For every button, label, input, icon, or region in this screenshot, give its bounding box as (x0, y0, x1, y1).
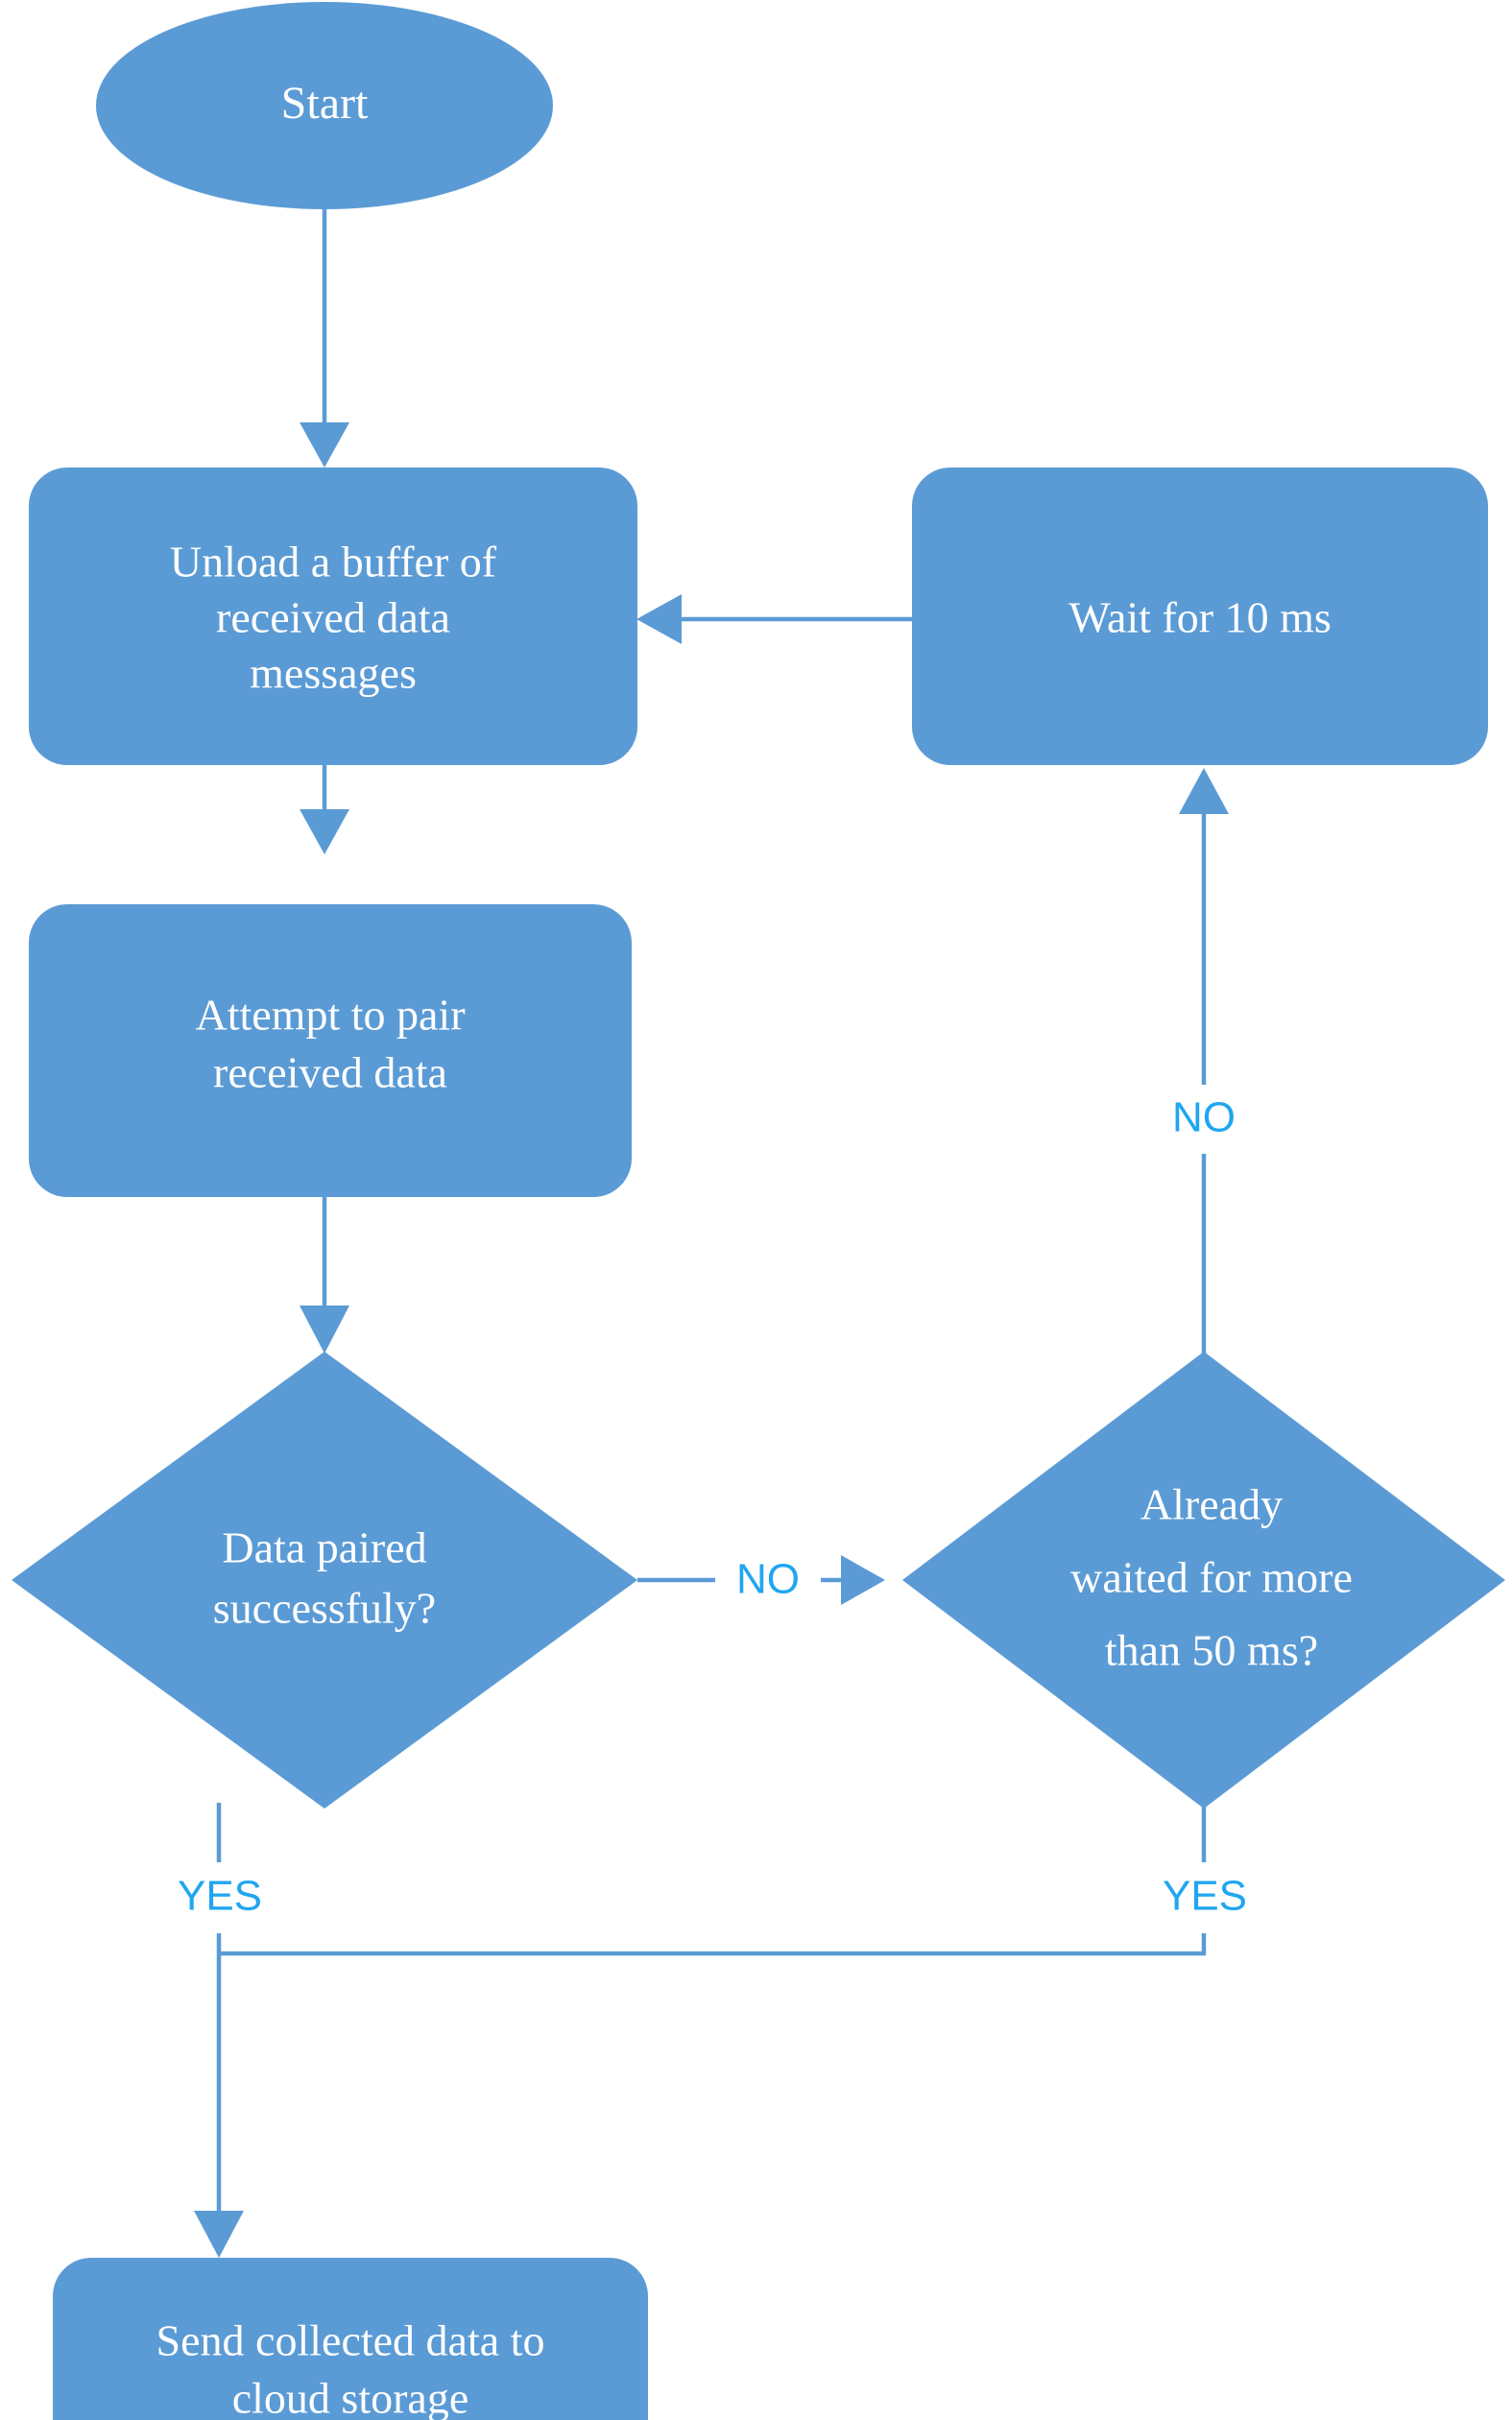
edge-label-waited-yes-group: YES (1139, 1862, 1271, 1933)
edge-label-paired-no-backdrop (715, 1547, 821, 1615)
edge-waited-yes-to-send (221, 1800, 1207, 1956)
edge-label-waited-yes-backdrop (1139, 1862, 1271, 1933)
wait-10ms-rect (912, 467, 1488, 765)
decision-waited-diamond (902, 1352, 1505, 1809)
unload-buffer-label-line1: Unload a buffer of (170, 538, 497, 587)
node-start[interactable]: Start (96, 2, 553, 209)
node-decision-paired[interactable]: Data paired successfuly? (12, 1352, 637, 1809)
edge-label-waited-no-backdrop (1150, 1085, 1258, 1154)
edge-wait-to-unload (636, 594, 912, 644)
edge-attempt-to-decision-paired (300, 1195, 349, 1354)
node-unload-buffer[interactable]: Unload a buffer of received data message… (29, 467, 637, 765)
send-cloud-label-line2: cloud storage (232, 2374, 469, 2420)
decision-waited-label-line1: Already (1140, 1480, 1283, 1529)
edge-label-paired-yes: YES (178, 1873, 262, 1920)
decision-waited-label-line2: waited for more (1070, 1553, 1353, 1602)
edge-unload-to-attempt (300, 763, 349, 854)
send-cloud-rect (53, 2258, 648, 2420)
node-send-cloud[interactable]: Send collected data to cloud storage (53, 2258, 648, 2420)
unload-buffer-rect (29, 467, 637, 765)
start-ellipse (96, 2, 553, 209)
attempt-pair-label-line1: Attempt to pair (195, 991, 465, 1040)
node-decision-waited[interactable]: Already waited for more than 50 ms? (902, 1352, 1505, 1809)
decision-paired-label-line2: successfuly? (213, 1584, 436, 1633)
attempt-pair-rect (29, 904, 632, 1197)
send-cloud-label-line1: Send collected data to (156, 2316, 545, 2365)
node-attempt-pair[interactable]: Attempt to pair received data (29, 904, 632, 1197)
edge-waited-no-to-wait (1179, 768, 1229, 1363)
edge-label-waited-yes: YES (1163, 1873, 1247, 1920)
edge-label-waited-no-group: NO (1150, 1085, 1258, 1154)
edge-start-to-unload (300, 187, 349, 467)
edge-label-paired-no-group: NO (715, 1547, 821, 1615)
attempt-pair-label-line2: received data (213, 1048, 447, 1097)
edge-label-paired-yes-group: YES (154, 1862, 286, 1933)
unload-buffer-label-line2: received data (216, 593, 450, 642)
decision-waited-label-line3: than 50 ms? (1105, 1626, 1318, 1675)
start-label: Start (281, 78, 369, 129)
decision-paired-diamond (12, 1352, 637, 1809)
edge-label-waited-no: NO (1172, 1094, 1236, 1141)
edge-label-paired-no: NO (736, 1556, 800, 1603)
decision-paired-label-line1: Data paired (222, 1523, 426, 1572)
wait-10ms-label: Wait for 10 ms (1068, 593, 1332, 642)
unload-buffer-label-line3: messages (250, 649, 417, 698)
edge-label-paired-yes-backdrop (154, 1862, 286, 1933)
node-wait-10ms[interactable]: Wait for 10 ms (912, 467, 1488, 765)
